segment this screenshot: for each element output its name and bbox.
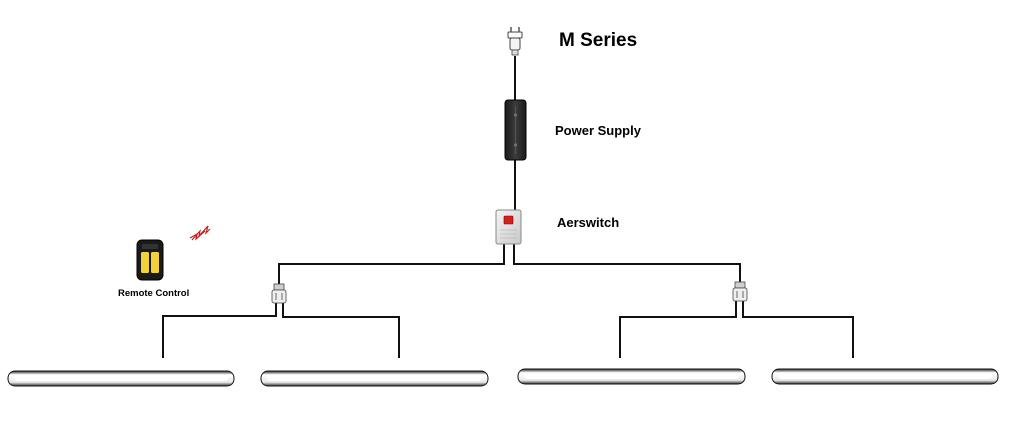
light-bar-3 [517, 368, 746, 385]
wire-switch-to-right-splitter [513, 244, 741, 283]
wireless-signal-icon [189, 225, 211, 241]
wire-left-splitter-to-bars [162, 303, 400, 358]
light-bars [7, 368, 999, 387]
remote-control-label: Remote Control [118, 288, 190, 299]
wires [162, 56, 854, 358]
remote-control-icon [136, 239, 164, 281]
right-splitter-icon [732, 281, 748, 302]
power-supply-label: Power Supply [555, 123, 641, 138]
light-bar-1 [7, 370, 235, 387]
power-supply-icon [504, 99, 527, 161]
diagram-title: M Series [559, 30, 638, 51]
light-bar-2 [260, 370, 489, 387]
wire-right-splitter-to-bars [619, 301, 854, 358]
wire-switch-to-left-splitter [278, 244, 505, 285]
aerswitch-label: Aerswitch [557, 215, 620, 230]
light-bar-4 [771, 368, 999, 385]
aerswitch-icon [495, 209, 522, 245]
plug-icon [507, 27, 523, 56]
left-splitter-icon [271, 283, 287, 304]
